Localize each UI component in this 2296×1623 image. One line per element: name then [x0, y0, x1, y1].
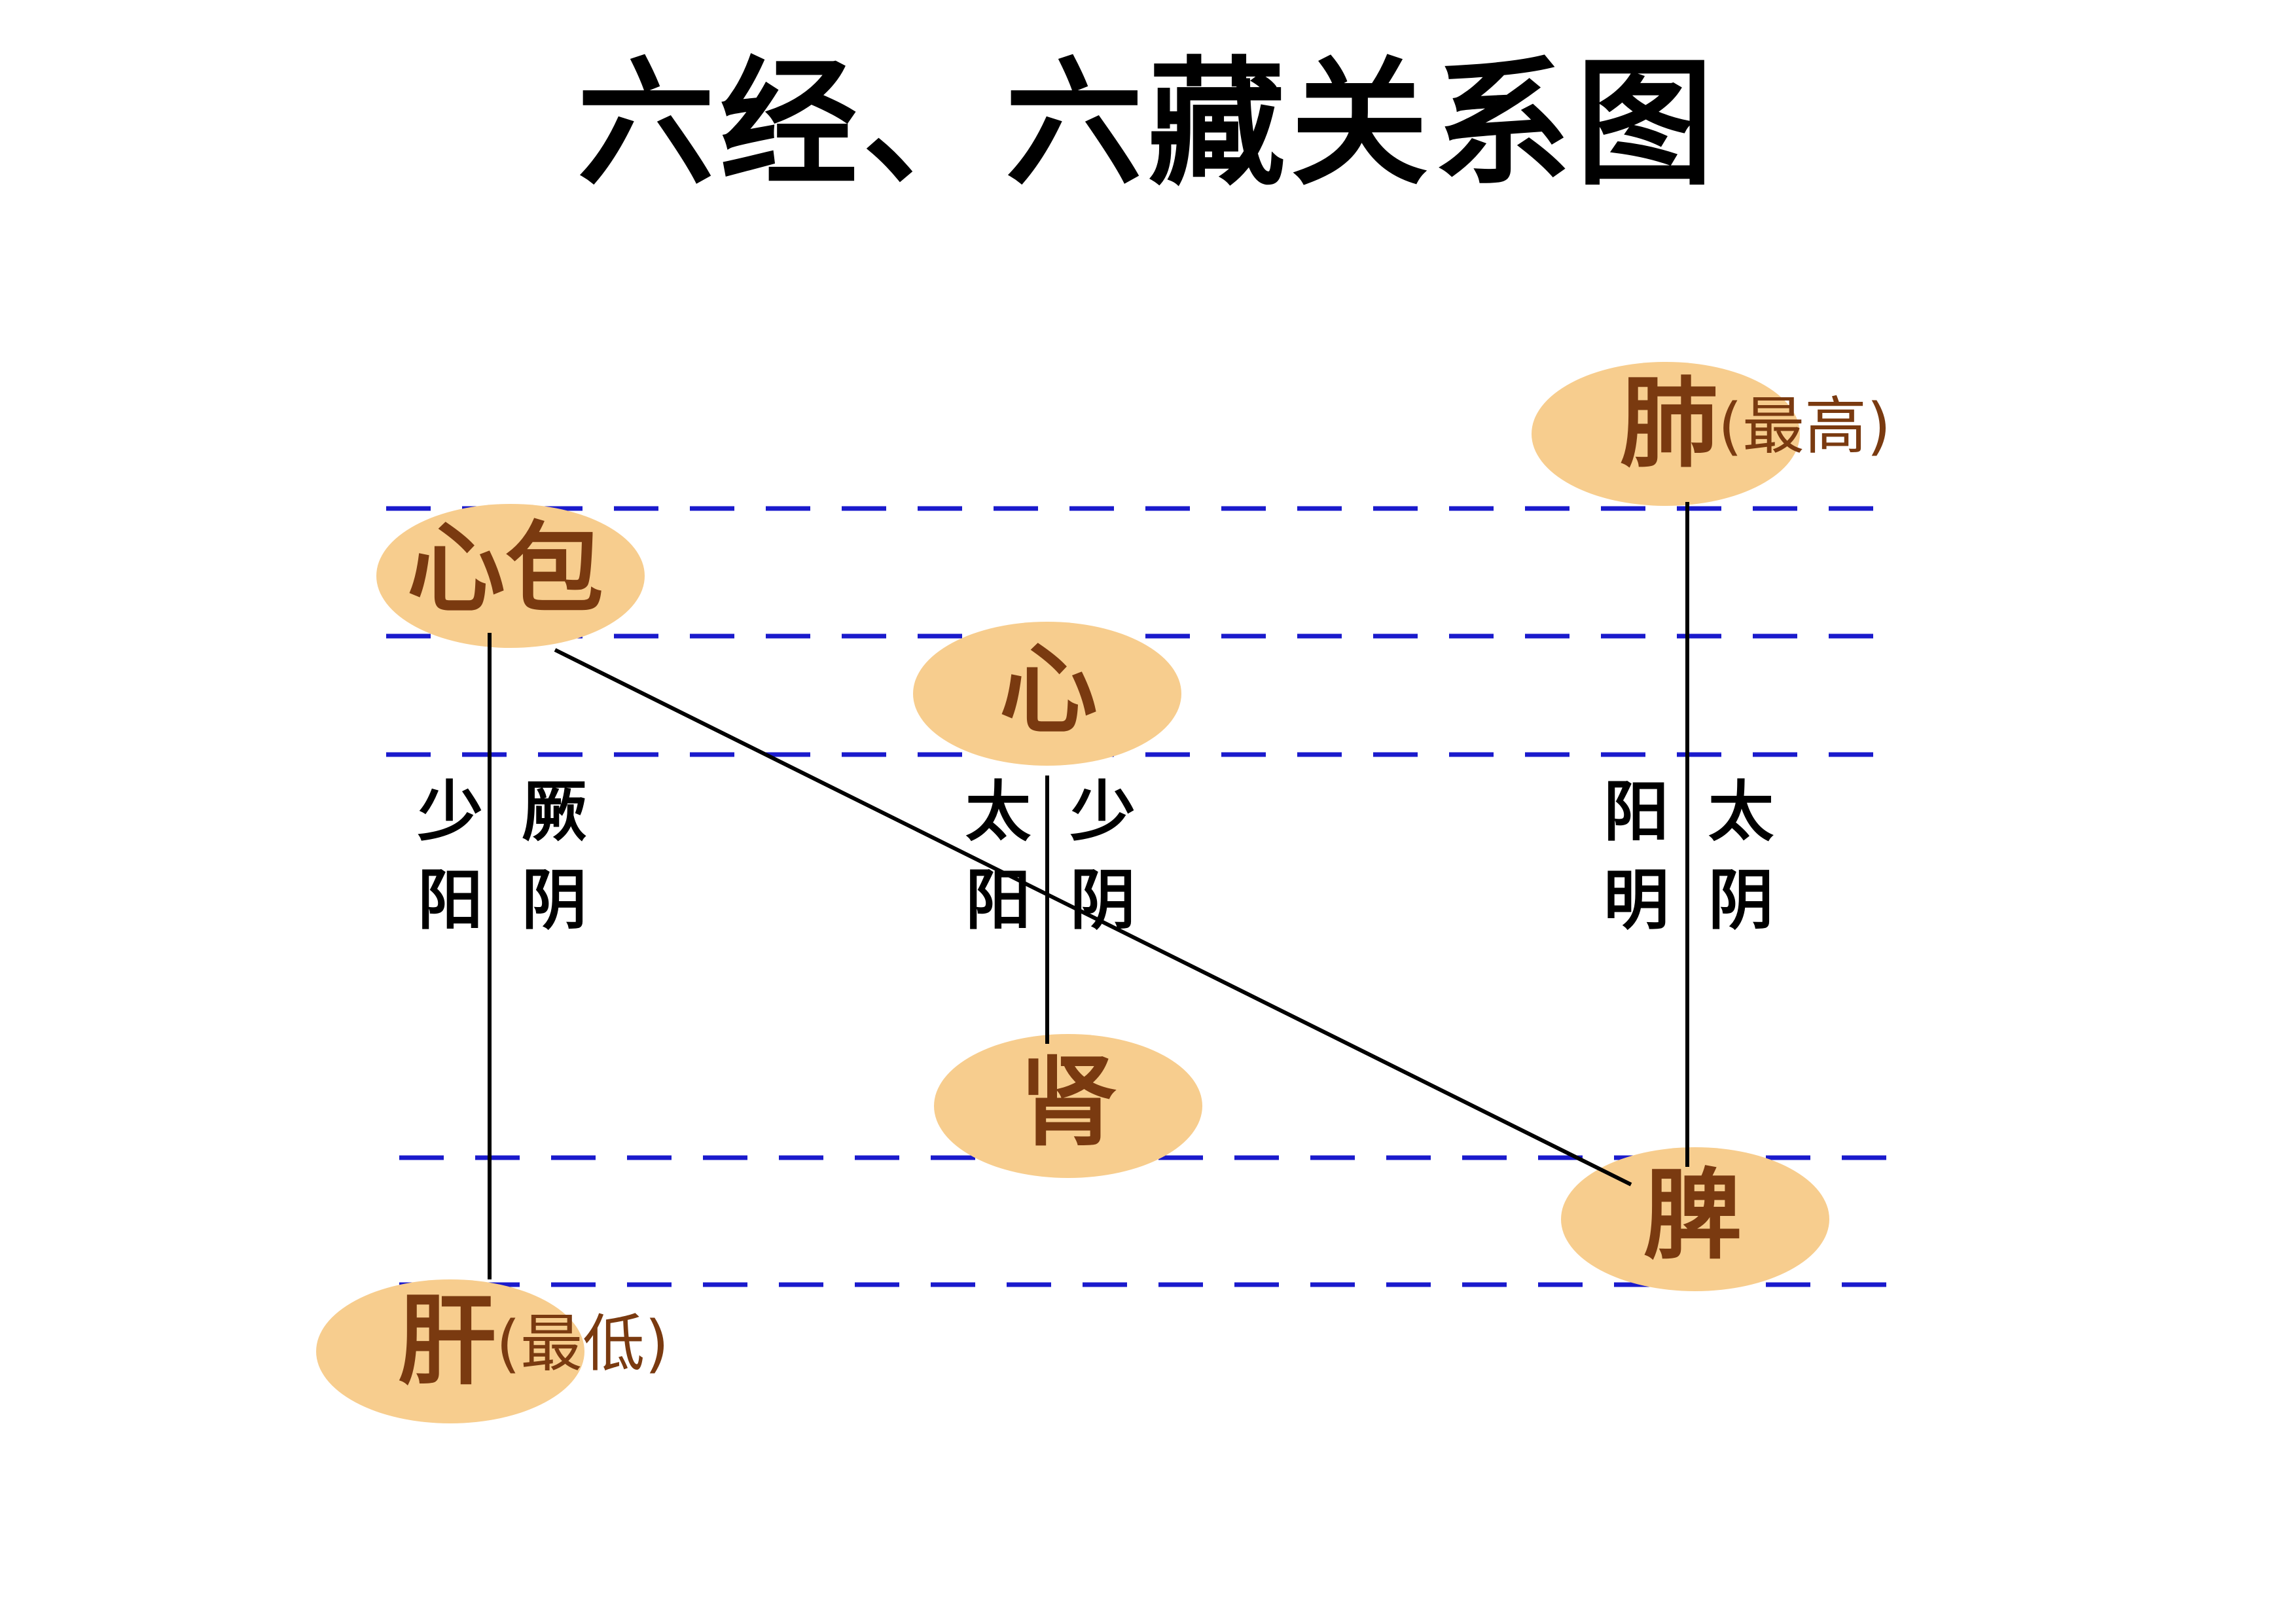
meridian-taiyin: 太 阴	[1708, 774, 1774, 938]
meridian-shaoyin-char-2: 阴	[1070, 862, 1136, 938]
meridian-yangming-char-1: 阳	[1604, 774, 1669, 850]
connector-pericardium-spleen	[554, 648, 1632, 1186]
meridian-shaoyang-char-1: 少	[418, 774, 483, 850]
organ-labels: 肺(最高) 心包 心 肾 脾 肝(最低)	[398, 367, 1891, 1399]
organ-heart-ellipse	[913, 622, 1181, 766]
meridian-shaoyin-char-1: 少	[1070, 774, 1136, 850]
organ-pericardium-ellipse	[376, 504, 645, 648]
meridian-jueyin-char-2: 阴	[522, 862, 587, 938]
page-title: 六经、六藏关系图	[577, 44, 1719, 204]
organ-liver-label: 肝(最低)	[398, 1285, 669, 1399]
meridian-jueyin-char-1: 厥	[522, 774, 587, 850]
organ-kidney-ellipse	[934, 1034, 1202, 1178]
meridian-jueyin: 厥 阴	[522, 774, 587, 938]
organ-liver-name: 肝	[398, 1285, 496, 1399]
organ-lung-note: (最高)	[1718, 391, 1891, 463]
organ-liver-note: (最低)	[496, 1308, 669, 1380]
meridian-taiyang-char-2: 阳	[965, 862, 1031, 938]
meridian-yangming-char-2: 明	[1604, 862, 1669, 938]
organ-kidney-label: 肾	[1019, 1046, 1117, 1160]
organ-lung-ellipse	[1532, 362, 1800, 506]
meridian-yangming: 阳 明	[1604, 774, 1669, 938]
meridian-shaoyin: 少 阴	[1070, 774, 1136, 938]
meridian-shaoyang-char-2: 阳	[418, 862, 483, 938]
organ-liver-ellipse	[316, 1279, 584, 1423]
meridian-taiyang: 太 阳	[965, 774, 1031, 938]
meridian-shaoyang: 少 阳	[418, 774, 483, 938]
connector-lines	[488, 502, 1689, 1279]
organ-spleen-label: 脾	[1643, 1159, 1742, 1273]
organ-lung-name: 肺	[1620, 367, 1718, 481]
meridian-taiyang-char-1: 太	[965, 774, 1031, 850]
organ-pericardium-label: 心包	[407, 512, 603, 626]
organ-heart-label: 心	[999, 633, 1098, 747]
organ-lung-label: 肺(最高)	[1620, 367, 1891, 481]
meridian-labels: 少 阳 厥 阴 太 阳 少 阴 阳 明 太 阴	[418, 774, 1774, 938]
meridian-taiyin-char-1: 太	[1708, 774, 1774, 850]
meridian-taiyin-char-2: 阴	[1708, 862, 1774, 938]
